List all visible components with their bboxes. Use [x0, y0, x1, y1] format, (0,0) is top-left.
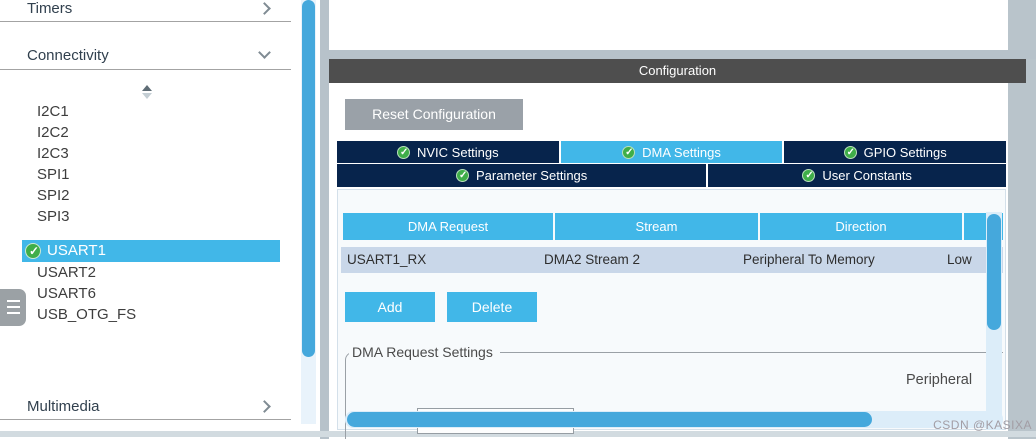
peripherals-sidebar: Timers Connectivity I2C1 I2C2 I2C3 SPI1 …	[0, 0, 300, 426]
chevron-right-icon	[258, 400, 271, 413]
check-icon	[25, 243, 41, 259]
sidebar-item-spi3[interactable]: SPI3	[37, 208, 70, 225]
vertical-splitter[interactable]	[320, 0, 329, 439]
sidebar-item-i2c2[interactable]: I2C2	[37, 124, 69, 141]
sidebar-item-spi1[interactable]: SPI1	[37, 166, 70, 183]
sidebar-scrollbar[interactable]	[301, 0, 316, 424]
chevron-down-icon	[258, 46, 271, 59]
tab-label: Parameter Settings	[476, 168, 588, 183]
scroll-up-icon	[142, 85, 152, 91]
category-label: Connectivity	[27, 47, 109, 64]
tab-row-2: Parameter Settings User Constants	[337, 164, 1006, 187]
sidebar-item-usart1[interactable]: USART1	[22, 240, 280, 262]
tab-gpio-settings[interactable]: GPIO Settings	[784, 141, 1007, 163]
sidebar-item-i2c3[interactable]: I2C3	[37, 145, 69, 162]
tab-label: DMA Settings	[642, 144, 721, 160]
reset-configuration-button[interactable]: Reset Configuration	[345, 99, 523, 130]
sidebar-category-multimedia[interactable]: Multimedia	[0, 392, 291, 420]
tab-user-constants[interactable]: User Constants	[708, 164, 1006, 187]
window-bottom-edge	[0, 431, 1036, 437]
tab-dma-settings[interactable]: DMA Settings	[560, 141, 783, 163]
sidebar-item-usart6[interactable]: USART6	[37, 285, 96, 302]
tab-label: NVIC Settings	[417, 144, 499, 160]
connectivity-item-list: I2C1 I2C2 I2C3 SPI1 SPI2 SPI3 USART1 USA…	[0, 101, 300, 325]
panel-toggle-button[interactable]	[0, 289, 26, 326]
horizontal-splitter[interactable]	[329, 50, 1036, 59]
peripheral-label: Peripheral	[906, 372, 973, 388]
sidebar-scrollbar-thumb[interactable]	[302, 0, 315, 357]
column-header-stream[interactable]: Stream	[555, 213, 758, 240]
panel-horizontal-scrollbar[interactable]	[345, 411, 1003, 428]
dma-request-settings-group	[345, 352, 1003, 439]
tab-nvic-settings[interactable]: NVIC Settings	[337, 141, 559, 163]
check-icon	[802, 169, 816, 182]
settings-tabs: NVIC Settings DMA Settings GPIO Settings…	[337, 141, 1007, 187]
tab-row-1: NVIC Settings DMA Settings GPIO Settings	[337, 141, 1007, 163]
table-row[interactable]: USART1_RX DMA2 Stream 2 Peripheral To Me…	[341, 247, 1003, 273]
chevron-right-icon	[258, 2, 271, 15]
check-icon	[397, 145, 410, 159]
check-icon	[843, 145, 857, 159]
sidebar-category-connectivity[interactable]: Connectivity	[0, 44, 291, 70]
sidebar-category-timers[interactable]: Timers	[0, 0, 291, 22]
panel-horizontal-scrollbar-thumb[interactable]	[347, 412, 872, 427]
tab-label: User Constants	[822, 168, 912, 183]
tab-label: GPIO Settings	[863, 144, 947, 160]
column-header-dma-request[interactable]: DMA Request	[343, 213, 553, 240]
sidebar-item-usb-otg-fs[interactable]: USB_OTG_FS	[37, 306, 137, 323]
sidebar-item-label: USART1	[47, 242, 106, 259]
watermark: CSDN @KASIXA	[933, 418, 1032, 432]
table-vertical-scrollbar[interactable]	[986, 212, 1002, 430]
table-vertical-scrollbar-thumb[interactable]	[987, 214, 1001, 330]
delete-button[interactable]: Delete	[447, 292, 537, 322]
check-icon	[456, 169, 469, 182]
page-title: Configuration	[638, 63, 717, 78]
dma-table-header: DMA Request Stream Direction	[343, 213, 1003, 240]
sidebar-item-i2c1[interactable]: I2C1	[37, 103, 69, 120]
list-icon	[7, 306, 20, 308]
category-label: Timers	[27, 0, 73, 17]
tab-parameter-settings[interactable]: Parameter Settings	[337, 164, 707, 187]
configuration-header: Configuration	[329, 59, 1026, 83]
check-icon	[622, 145, 636, 159]
category-label: Multimedia	[27, 398, 100, 415]
dma-request-settings-legend: DMA Request Settings	[349, 344, 500, 360]
column-header-direction[interactable]: Direction	[760, 213, 962, 240]
scroll-down-icon	[142, 93, 152, 99]
list-scroll-spinner[interactable]	[142, 85, 154, 99]
cell-direction: Peripheral To Memory	[743, 252, 875, 267]
sidebar-item-spi2[interactable]: SPI2	[37, 187, 70, 204]
sidebar-item-usart2[interactable]: USART2	[37, 264, 96, 281]
cell-priority: Low	[947, 252, 972, 267]
add-button[interactable]: Add	[345, 292, 435, 322]
cell-stream: DMA2 Stream 2	[544, 252, 641, 267]
cell-dma-request: USART1_RX	[347, 252, 427, 267]
